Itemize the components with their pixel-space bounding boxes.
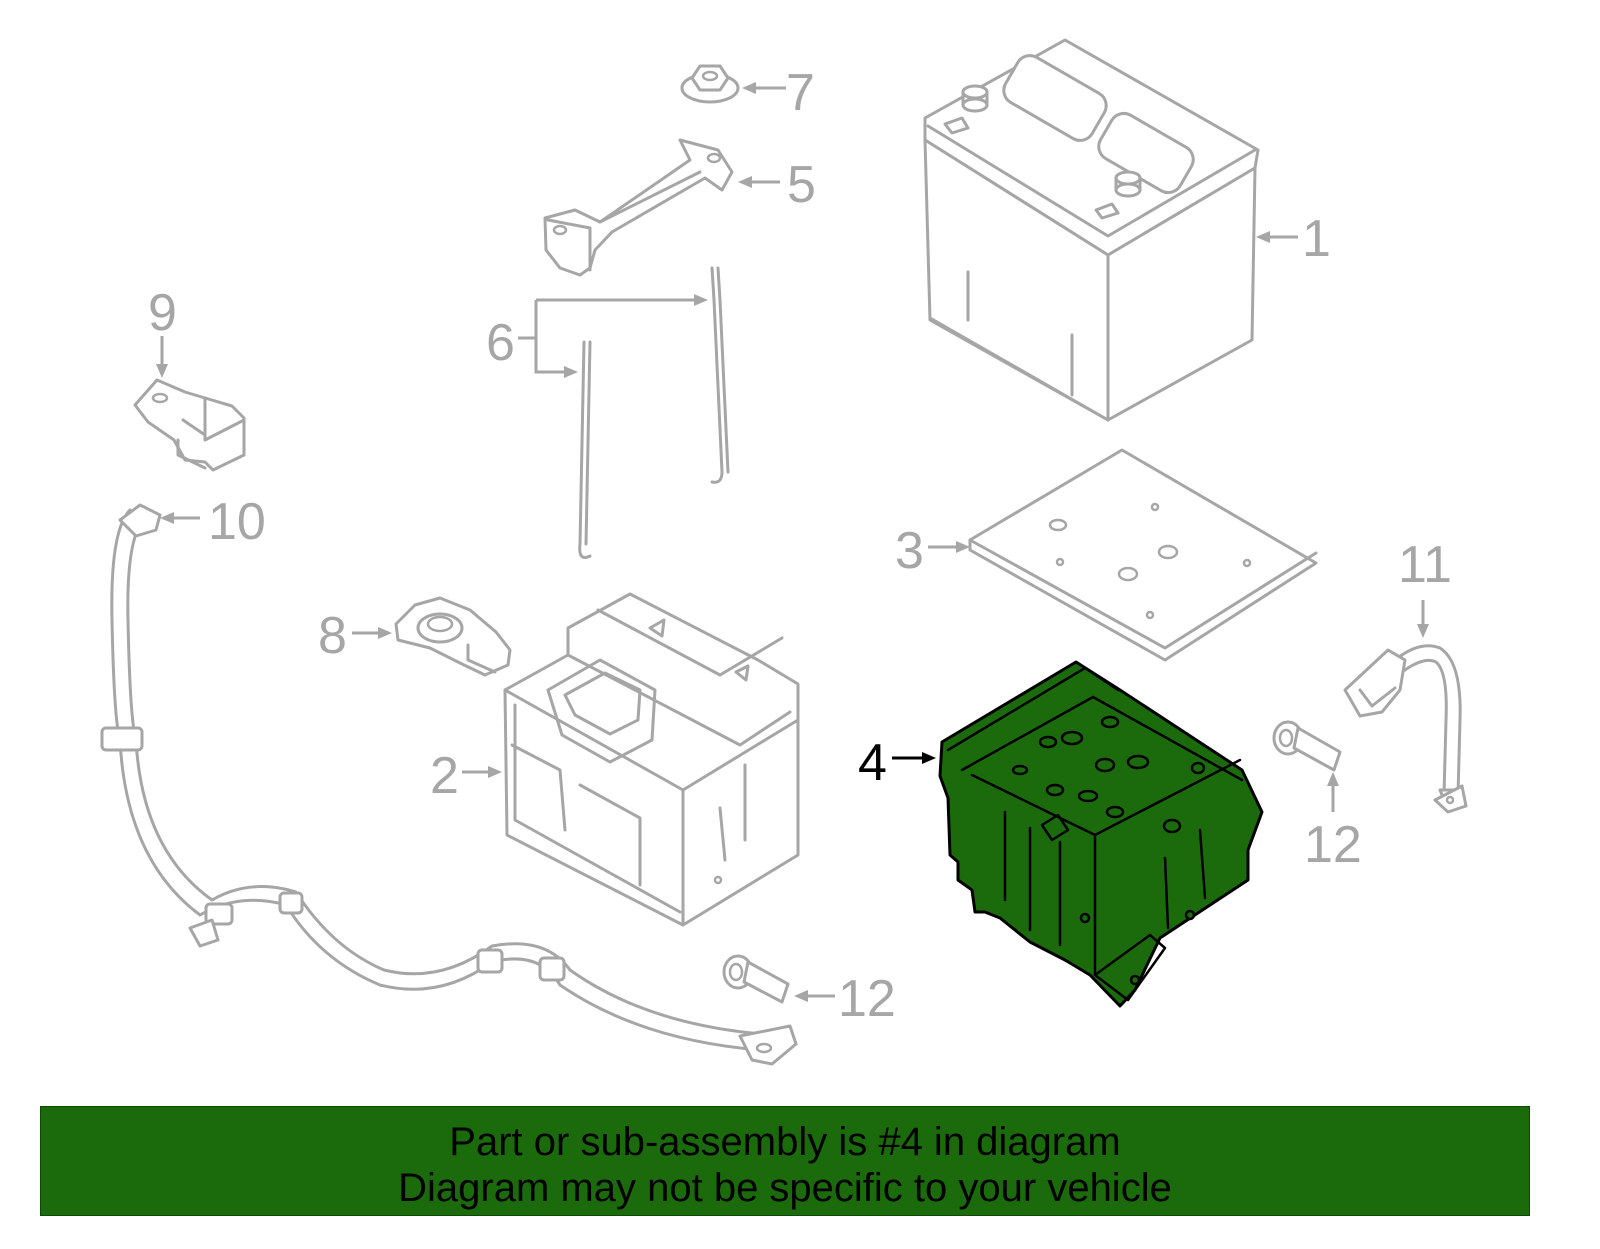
part-8-terminal[interactable] [394, 596, 512, 677]
part-11-positive-cable[interactable] [1343, 644, 1468, 814]
callout-2: 2 [430, 747, 502, 805]
svg-text:8: 8 [318, 607, 347, 665]
part-12-bolt-lower[interactable] [722, 954, 790, 1004]
banner-line-1: Part or sub-assembly is #4 in diagram [449, 1120, 1121, 1164]
callout-5: 5 [738, 156, 816, 214]
svg-text:1: 1 [1302, 210, 1331, 268]
svg-text:2: 2 [430, 747, 459, 805]
svg-text:12: 12 [1304, 816, 1362, 874]
part-10-negative-cable[interactable] [100, 503, 798, 1066]
callout-7: 7 [742, 64, 815, 122]
callout-10: 10 [160, 493, 266, 551]
svg-text:7: 7 [786, 64, 815, 122]
part-2-battery-box[interactable] [503, 592, 800, 927]
callout-3: 3 [895, 522, 970, 580]
callout-11: 11 [1398, 536, 1452, 638]
part-1-battery[interactable] [923, 38, 1260, 422]
svg-text:3: 3 [895, 522, 924, 580]
callout-1: 1 [1256, 210, 1331, 268]
callout-12-right: 12 [1304, 772, 1362, 874]
svg-text:11: 11 [1398, 536, 1452, 594]
svg-text:10: 10 [208, 493, 266, 551]
info-banner: Part or sub-assembly is #4 in diagram Di… [40, 1106, 1530, 1216]
svg-text:12: 12 [838, 970, 896, 1028]
svg-text:9: 9 [148, 284, 177, 342]
callout-8: 8 [318, 607, 392, 665]
svg-text:6: 6 [486, 314, 515, 372]
part-9-terminal-cover[interactable] [133, 378, 246, 472]
callout-6: 6 [486, 294, 708, 378]
callout-4: 4 [858, 734, 936, 792]
callout-9: 9 [148, 284, 177, 378]
svg-text:4: 4 [858, 734, 887, 792]
part-3-plate[interactable] [968, 448, 1318, 662]
svg-text:5: 5 [787, 156, 816, 214]
banner-line-2: Diagram may not be specific to your vehi… [398, 1166, 1172, 1210]
callout-12-lower: 12 [794, 970, 896, 1028]
part-5-hold-down-bracket[interactable] [543, 138, 734, 277]
part-7-nut[interactable] [680, 64, 740, 104]
part-6-rods[interactable] [578, 266, 730, 559]
part-12-bolt-right[interactable] [1272, 720, 1342, 772]
part-4-battery-tray[interactable] [938, 660, 1264, 1008]
